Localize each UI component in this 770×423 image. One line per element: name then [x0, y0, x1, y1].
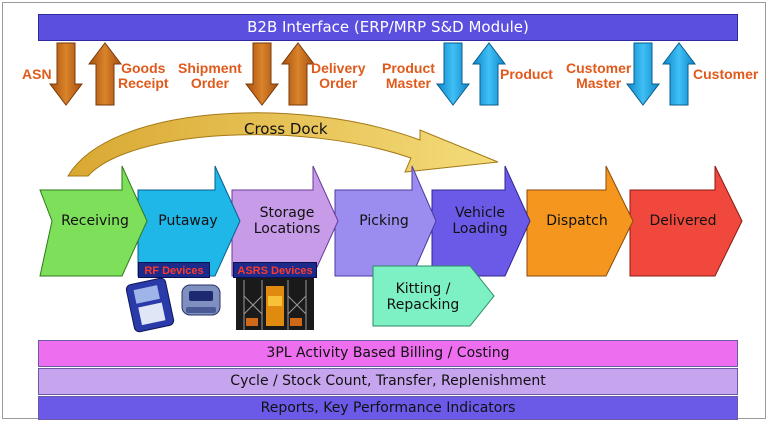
delivered-label: Delivered: [640, 213, 726, 229]
customer-up-arrow: [661, 42, 697, 106]
kitting-text-line1: Kitting /: [395, 281, 451, 297]
cycle-bar: Cycle / Stock Count, Transfer, Replenish…: [38, 368, 738, 395]
product-up-arrow: [471, 42, 507, 106]
picking-stage: [334, 165, 437, 277]
vehicle-text-line1: Vehicle: [454, 205, 506, 221]
asn-label: ASN: [22, 66, 52, 82]
reports-bar: Reports, Key Performance Indicators: [38, 396, 738, 420]
product-master-label: Product Master: [382, 61, 435, 91]
delivery-order-line1: Delivery: [311, 60, 366, 76]
delivery-order-line2: Order: [319, 75, 358, 91]
vehicle-text-line2: Loading: [452, 221, 508, 237]
billing-bar-bg: [38, 340, 738, 367]
customer-master-line1: Customer: [566, 60, 632, 76]
kitting-repacking-stage: [372, 265, 495, 327]
rf-devices-image: [125, 277, 221, 333]
dispatch-label: Dispatch: [535, 213, 619, 229]
goods-receipt-up-arrow: [87, 42, 123, 106]
cross-dock-arrow: [67, 112, 499, 177]
storage-locations-label: Storage Locations: [242, 205, 332, 237]
rf-devices-tag: RF Devices: [138, 262, 210, 278]
asrs-devices-image: [236, 278, 314, 330]
asn-down-arrow: [48, 42, 84, 106]
goods-receipt-line1: Goods: [121, 60, 166, 76]
cycle-bar-bg: [38, 368, 738, 395]
goods-receipt-line2: Receipt: [118, 75, 169, 91]
putaway-label: Putaway: [148, 213, 228, 229]
product-master-line2: Master: [385, 75, 432, 91]
dispatch-text: Dispatch: [546, 213, 608, 229]
delivered-stage: [629, 165, 743, 277]
cross-dock-label: Cross Dock: [244, 120, 328, 138]
product-label: Product: [500, 66, 553, 82]
delivery-order-up-arrow: [280, 42, 316, 106]
kitting-text-line2: Repacking: [386, 297, 460, 313]
dispatch-stage: [526, 165, 634, 277]
kitting-repacking-label: Kitting / Repacking: [378, 281, 468, 313]
b2b-interface-banner: B2B Interface (ERP/MRP S&D Module): [38, 14, 738, 41]
delivery-order-label: Delivery Order: [311, 61, 365, 91]
picking-text: Picking: [359, 213, 409, 229]
customer-label: Customer: [693, 66, 759, 82]
receiving-label: Receiving: [50, 213, 140, 229]
receiving-text: Receiving: [61, 213, 129, 229]
customer-master-label: Customer Master: [566, 61, 631, 91]
shipment-order-label: Shipment Order: [178, 61, 242, 91]
reports-bar-bg: [38, 396, 738, 420]
storage-text-line1: Storage: [259, 205, 315, 221]
shipment-order-down-arrow: [244, 42, 280, 106]
product-master-down-arrow: [435, 42, 471, 106]
billing-bar: 3PL Activity Based Billing / Costing: [38, 340, 738, 367]
goods-receipt-label: Goods Receipt: [118, 61, 169, 91]
storage-locations-stage: [231, 165, 339, 277]
asrs-devices-tag: ASRS Devices: [233, 262, 317, 278]
putaway-text: Putaway: [158, 213, 218, 229]
picking-label: Picking: [344, 213, 424, 229]
shipment-order-line1: Shipment: [178, 60, 242, 76]
product-master-line1: Product: [382, 60, 435, 76]
shipment-order-line2: Order: [190, 75, 229, 91]
customer-master-line2: Master: [576, 75, 622, 91]
delivered-text: Delivered: [649, 213, 717, 229]
storage-text-line2: Locations: [253, 221, 321, 237]
receiving-stage: [39, 165, 148, 277]
vehicle-loading-label: Vehicle Loading: [440, 205, 520, 237]
customer-master-down-arrow: [625, 42, 661, 106]
